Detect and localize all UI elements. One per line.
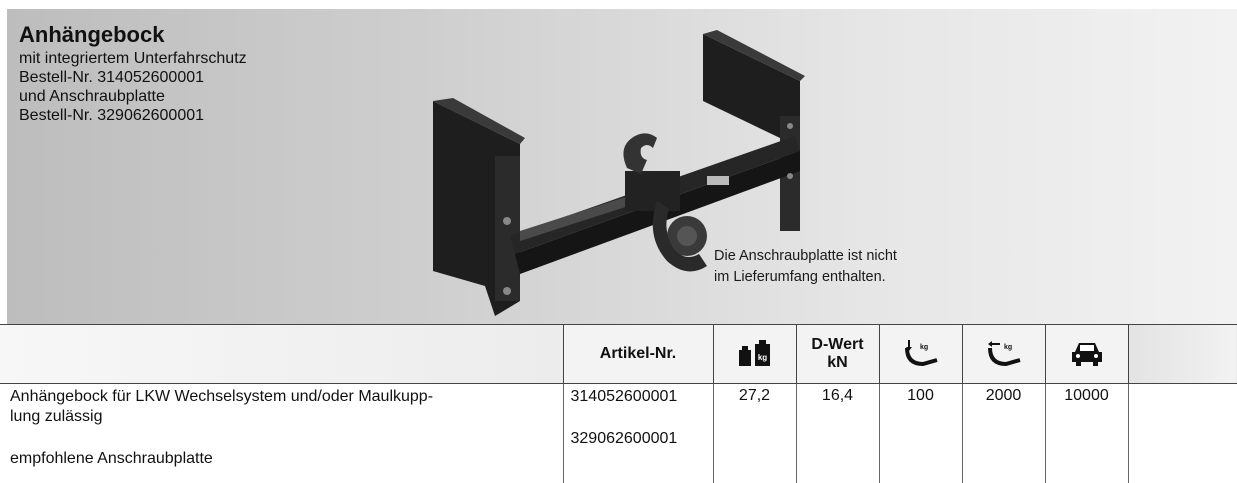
towing-load-icon: kg	[986, 340, 1022, 368]
note-line: Die Anschraubplatte ist nicht	[714, 246, 897, 267]
description-header	[0, 325, 563, 384]
artikel-number: 329062600001	[571, 429, 713, 449]
weight-header: kg	[713, 325, 796, 384]
product-table: Artikel-Nr. kg D-Wert kN	[0, 324, 1237, 483]
anhaengelast-cell: 2000	[962, 384, 1045, 483]
stuetzlast-cell: 100	[879, 384, 962, 483]
towing-load-header: kg	[962, 325, 1045, 384]
car-icon	[1069, 340, 1105, 368]
empty-cell	[1128, 384, 1237, 483]
desc-line: und Anschraubplatte	[19, 87, 247, 106]
recommendation-text: empfohlene Anschraubplatte	[10, 449, 563, 469]
desc-text: lung zulässig	[10, 407, 563, 427]
svg-text:kg: kg	[920, 344, 928, 351]
vertical-load-header: kg	[879, 325, 962, 384]
description-cell: Anhängebock für LKW Wechselsystem und/od…	[0, 384, 563, 483]
table-row: Anhängebock für LKW Wechselsystem und/od…	[0, 384, 1237, 483]
artikel-header: Artikel-Nr.	[563, 325, 713, 384]
dwert-label: D-Wert	[797, 336, 879, 354]
desc-line: mit integriertem Unterfahrschutz	[19, 49, 247, 68]
vehicle-header	[1045, 325, 1128, 384]
weight-cell: 27,2	[713, 384, 796, 483]
artikel-cell: 314052600001 329062600001	[563, 384, 713, 483]
empty-header	[1128, 325, 1237, 384]
dwert-unit: kN	[797, 354, 879, 372]
desc-text: Anhängebock für LKW Wechselsystem und/od…	[10, 387, 563, 407]
svg-text:kg: kg	[1004, 344, 1012, 351]
vertical-load-icon: kg	[903, 340, 939, 368]
desc-line: Bestell-Nr. 329062600001	[19, 106, 247, 125]
artikel-number: 314052600001	[571, 387, 713, 407]
svg-text:kg: kg	[757, 353, 766, 362]
table-header-row: Artikel-Nr. kg D-Wert kN	[0, 325, 1237, 384]
note: Die Anschraubplatte ist nicht im Lieferu…	[714, 246, 897, 288]
product-info: Anhängebock mit integriertem Unterfahrsc…	[19, 23, 247, 125]
dwert-cell: 16,4	[796, 384, 879, 483]
dwert-header: D-Wert kN	[796, 325, 879, 384]
note-line: im Lieferumfang enthalten.	[714, 267, 897, 288]
product-title: Anhängebock	[19, 23, 247, 47]
weight-kg-icon: kg	[737, 340, 773, 368]
desc-line: Bestell-Nr. 314052600001	[19, 68, 247, 87]
gesamtgewicht-cell: 10000	[1045, 384, 1128, 483]
